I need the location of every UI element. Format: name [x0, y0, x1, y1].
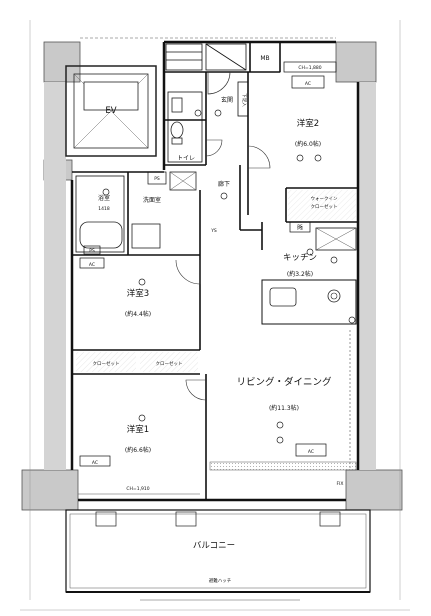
western2-size: (約6.0帖): [295, 140, 321, 148]
western-room-1: 洋室1 (約6.6帖) AC CH=1,910: [78, 379, 207, 495]
western3-size: (約4.4帖): [125, 310, 151, 318]
living-name: リビング・ダイニング: [236, 376, 332, 388]
toilet-label: トイレ: [177, 155, 195, 162]
column-top-left: [43, 41, 81, 83]
mb-label: MB: [260, 55, 269, 62]
fix-label: FIX: [337, 481, 344, 487]
western1-size: (約6.6帖): [125, 446, 151, 454]
living-dining: リビング・ダイニング (約11.3帖) AC FIX: [209, 330, 357, 487]
balcony: バルコニー 避難ハッチ: [65, 509, 371, 601]
entrance-area: 玄関 下足入: [207, 71, 249, 117]
guide-lines: [20, 20, 410, 611]
ys-label: YS: [210, 228, 217, 234]
western1-name: 洋室1: [127, 424, 149, 435]
ps-walkin: PS: [297, 226, 303, 232]
balcony-label: バルコニー: [193, 541, 235, 551]
right-outer-shade: [358, 82, 376, 470]
mb-room: MB: [249, 41, 281, 73]
washer-icon: [169, 171, 197, 191]
washroom: 洗面室 PS YS: [131, 171, 217, 249]
bathtub-icon: [79, 221, 123, 249]
closet-label-2: クローゼット: [156, 360, 183, 367]
washroom-name: 洗面室: [143, 196, 161, 204]
western2-ch: CH=1,880: [298, 65, 321, 71]
bath-name: 浴室: [98, 194, 110, 202]
structural-columns: [21, 41, 403, 511]
elevator-shaft: EV: [65, 65, 157, 157]
western2-name: 洋室2: [297, 118, 319, 129]
walkin-label-2: クローゼット: [311, 203, 338, 210]
hallway-area: 廊下: [205, 139, 230, 188]
western1-ch: CH=1,910: [126, 486, 149, 492]
column-top-right: [335, 41, 377, 83]
top-utility: [165, 43, 247, 71]
closets-middle: クローゼット クローゼット: [76, 352, 198, 372]
entrance-door: [207, 71, 231, 95]
left-outer-shade: [44, 82, 66, 470]
evacuation-hatch: [95, 511, 117, 527]
western-room-2: 洋室2 (約6.0帖) CH=1,880 AC: [247, 61, 337, 169]
walkin-label: ウォークイン: [311, 195, 338, 202]
walkin-closet: ウォークイン クローゼット: [288, 190, 356, 220]
kitchen-size: (約3.2帖): [287, 270, 313, 278]
ps-bath: PS: [89, 248, 95, 254]
bathroom: 浴室 1418: [75, 175, 125, 253]
western1-ac: AC: [92, 460, 98, 466]
shoe-storage-label: 下足入: [241, 93, 247, 107]
column-bottom-right: [345, 469, 403, 511]
vanity-icon: [131, 223, 161, 249]
toilet-room: トイレ: [167, 91, 203, 163]
bath-size: 1418: [98, 206, 110, 212]
toilet-bowl-icon: [170, 121, 184, 139]
stove-icon: [327, 289, 341, 303]
sink-icon: [269, 287, 297, 307]
hallway-label: 廊下: [218, 180, 230, 188]
column-bottom-left: [21, 469, 79, 511]
western3-name: 洋室3: [127, 288, 149, 299]
ps-kitchen: PS: [297, 224, 303, 230]
ps-boxes: [83, 221, 311, 255]
entrance-label: 玄関: [221, 96, 233, 104]
western2-ac: AC: [305, 81, 311, 87]
western-room-3: 洋室3 (約4.4帖) AC: [79, 257, 201, 318]
kitchen-name: キッチン: [283, 253, 317, 263]
fixtures: [102, 109, 356, 444]
living-size: (約11.3帖): [269, 404, 299, 412]
kitchen-area: キッチン (約3.2帖) PS: [261, 224, 357, 325]
living-ac: AC: [308, 449, 314, 455]
ps-wash: PS: [154, 176, 160, 182]
kitchen-counter: [261, 279, 357, 325]
closet-label-1: クローゼット: [93, 360, 120, 367]
ev-label: EV: [105, 106, 116, 116]
evac-label: 避難ハッチ: [209, 577, 232, 584]
western3-ac: AC: [89, 262, 95, 268]
